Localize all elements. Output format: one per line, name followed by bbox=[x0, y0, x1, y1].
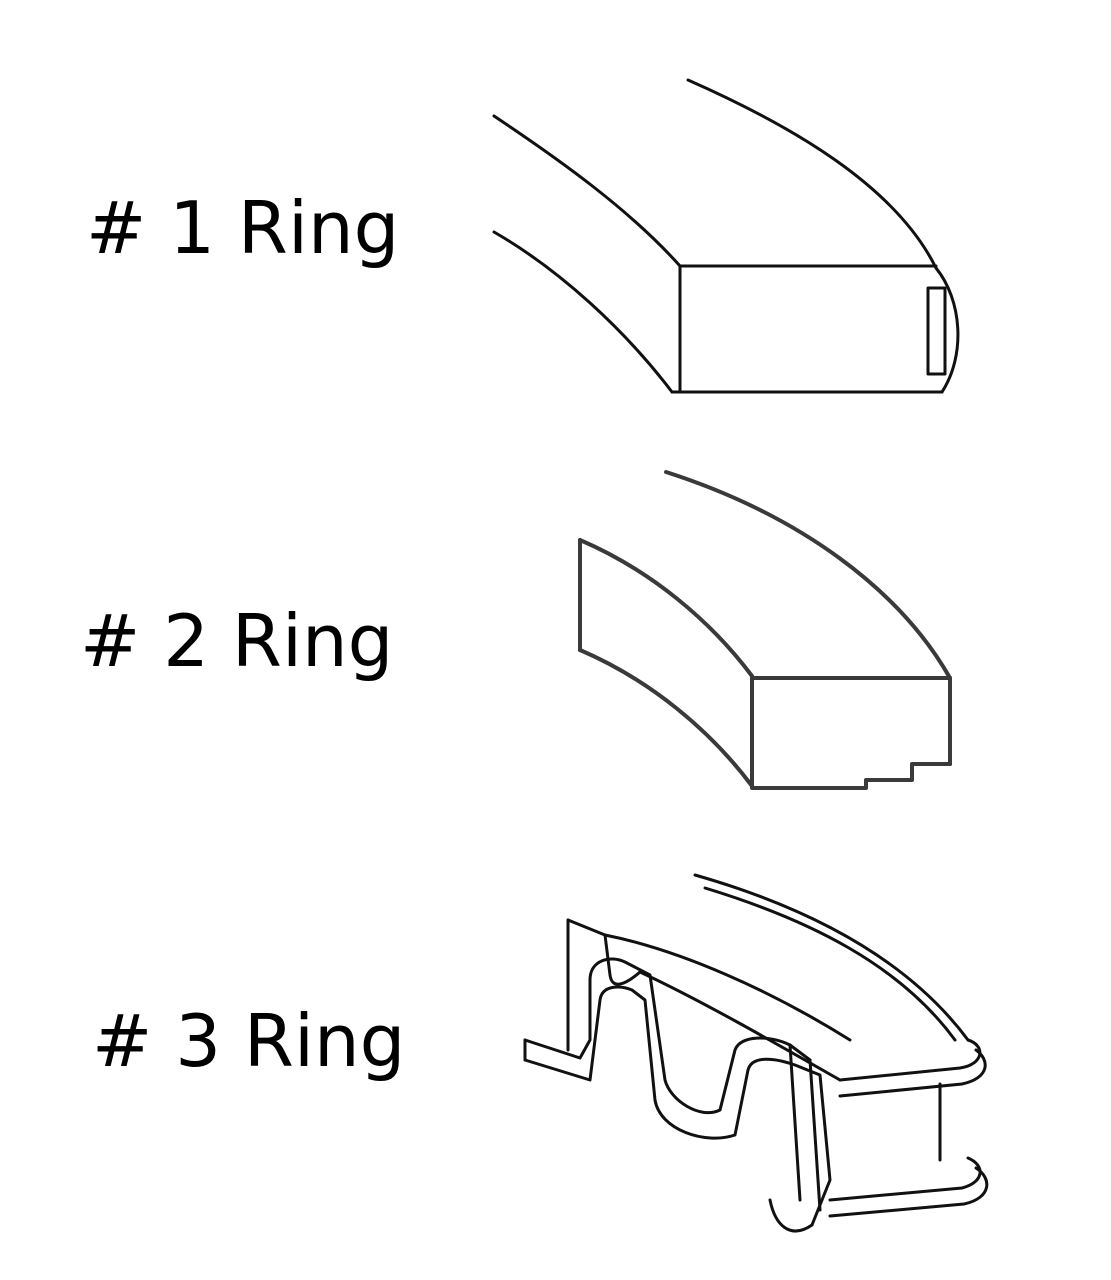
ring-2-label: # 2 Ring bbox=[80, 599, 394, 683]
stepped-compression-ring-icon bbox=[578, 470, 952, 790]
oil-control-ring-icon bbox=[523, 873, 989, 1233]
ring-3-label: # 3 Ring bbox=[92, 999, 406, 1083]
ring-1-label: # 1 Ring bbox=[86, 186, 400, 270]
compression-ring-icon bbox=[492, 78, 960, 394]
